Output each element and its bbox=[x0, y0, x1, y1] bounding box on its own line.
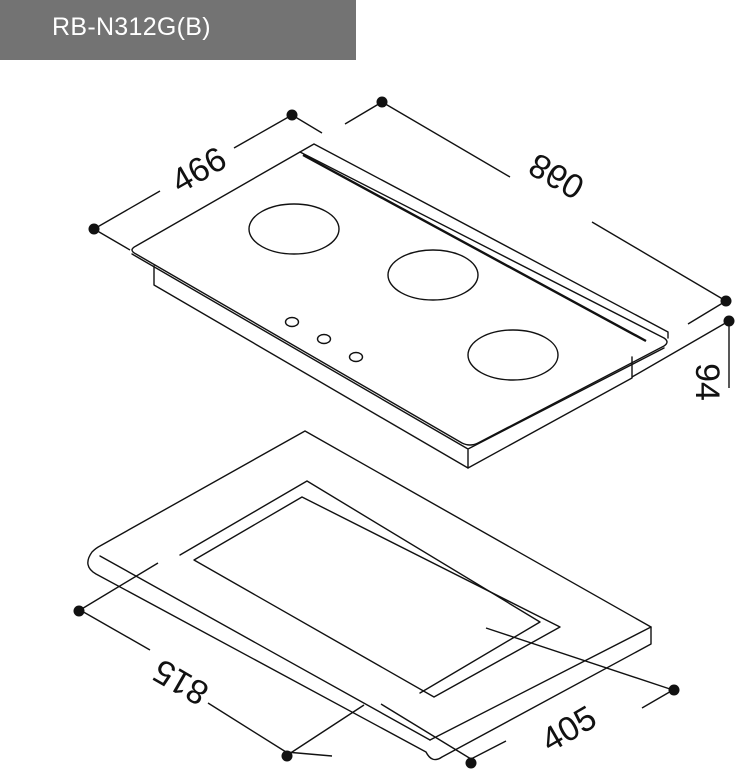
hob-glass-edge bbox=[131, 253, 665, 450]
cutout-inner bbox=[193, 496, 561, 698]
control-knob-1 bbox=[284, 316, 300, 328]
countertop bbox=[87, 430, 652, 761]
countertop-right-edge bbox=[429, 626, 652, 741]
hob-body-right bbox=[467, 356, 633, 469]
burner-rear-left bbox=[248, 203, 340, 255]
dimension-405: 405 bbox=[380, 627, 680, 769]
dimension-815-label: 815 bbox=[147, 651, 215, 712]
control-knob-2 bbox=[316, 333, 332, 345]
model-title: RB-N312G(B) bbox=[52, 13, 211, 41]
burner-front-right bbox=[467, 329, 559, 381]
countertop-outline bbox=[87, 430, 652, 761]
countertop-front-edge bbox=[99, 555, 431, 741]
control-knob-3 bbox=[348, 351, 364, 363]
model-title-bar: RB-N312G(B) bbox=[0, 0, 356, 60]
dimension-94: 94 bbox=[631, 315, 735, 401]
hob-rear-strip bbox=[299, 143, 669, 339]
dimension-405-label: 405 bbox=[535, 699, 603, 760]
hob-rear-strip-edge bbox=[302, 153, 647, 343]
cutout-outer bbox=[179, 480, 541, 694]
dimension-815: 815 bbox=[73, 562, 365, 762]
dimension-466-label: 466 bbox=[165, 140, 233, 201]
hob-unit bbox=[131, 143, 669, 469]
hob-body-left bbox=[153, 265, 469, 469]
dimension-860-label: 860 bbox=[523, 145, 591, 206]
burner-center bbox=[387, 249, 479, 301]
dimension-94-label: 94 bbox=[688, 363, 726, 401]
hob-top-face bbox=[131, 151, 668, 446]
dimension-466: 466 bbox=[88, 109, 323, 251]
